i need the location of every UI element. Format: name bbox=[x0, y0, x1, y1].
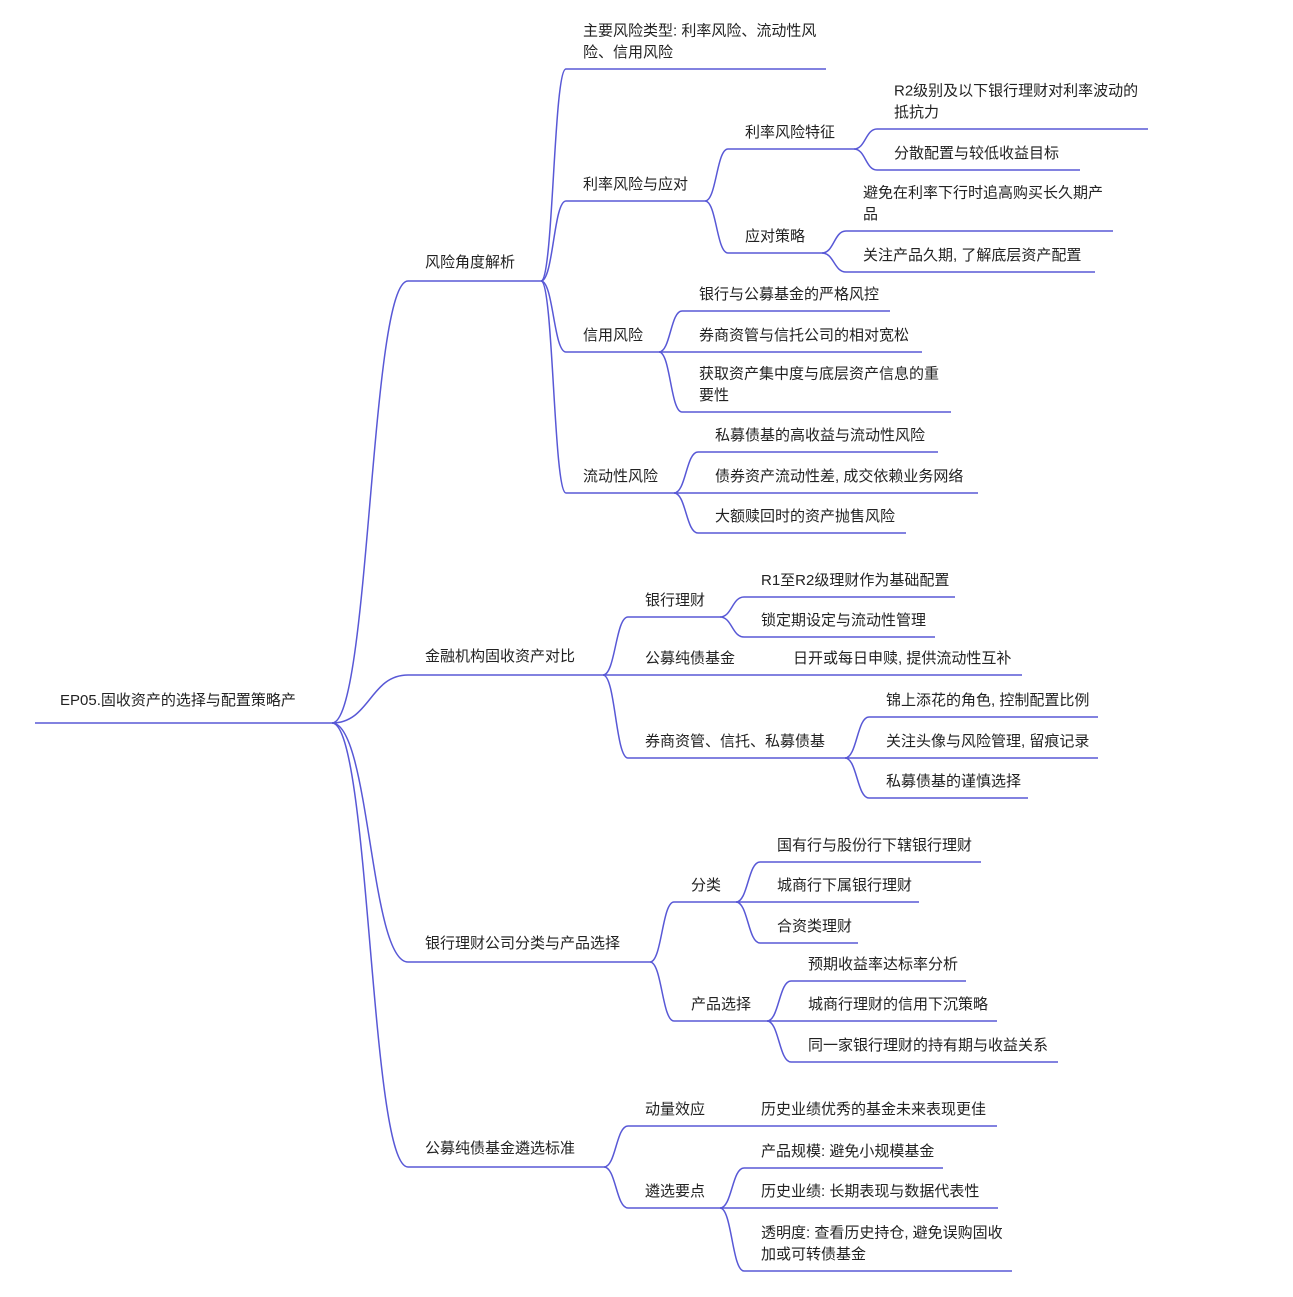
branch-connector-0-2-0 bbox=[658, 310, 683, 353]
label-line-1: 获取资产集中度与底层资产信息的重 bbox=[699, 366, 939, 383]
branch-connector-2-1 bbox=[649, 961, 675, 1022]
label-line-2: 加或可转债基金 bbox=[761, 1246, 866, 1263]
branch-connector-0-1 bbox=[540, 200, 567, 282]
node-label-0-2: 信用风险 bbox=[583, 327, 643, 344]
branch-connector-0-1-1 bbox=[704, 200, 729, 254]
node-label-2-0-0: 国有行与股份行下辖银行理财 bbox=[777, 837, 972, 854]
node-label-0-1-0: 利率风险特征 bbox=[745, 124, 835, 141]
node-label-0-1-1: 应对策略 bbox=[745, 227, 805, 245]
node-label-0-3: 流动性风险 bbox=[583, 468, 658, 485]
node-label-0-2-0: 银行与公募基金的严格风控 bbox=[699, 286, 879, 303]
branch-connector-0-1-1-0 bbox=[821, 230, 847, 254]
node-label-0-1: 利率风险与应对 bbox=[583, 175, 688, 193]
label-line-2: 品 bbox=[863, 206, 878, 223]
label-line-1: 透明度: 查看历史持仓, 避免误购固收 bbox=[761, 1225, 1003, 1242]
node-label-0-3-2: 大额赎回时的资产抛售风险 bbox=[715, 508, 895, 525]
branch-connector-0-3-2 bbox=[673, 492, 699, 534]
branch-connector-1-0-1 bbox=[719, 616, 745, 638]
node-label-3: 公募纯债基金遴选标准 bbox=[425, 1140, 575, 1157]
branch-connectors bbox=[331, 68, 878, 1272]
branch-connector-3-1-0 bbox=[719, 1167, 745, 1209]
node-label-1-0-1: 锁定期设定与流动性管理 bbox=[761, 612, 926, 629]
node-label-2: 银行理财公司分类与产品选择 bbox=[425, 935, 620, 952]
node-label-0-1-0-0: R2级别及以下银行理财对利率波动的抵抗力 bbox=[894, 83, 1138, 122]
node-label-2-0-1: 城商行下属银行理财 bbox=[777, 877, 912, 894]
node-label-2-1-0: 预期收益率达标率分析 bbox=[808, 956, 958, 973]
branch-connector-1 bbox=[331, 674, 409, 724]
node-label-2-0: 分类 bbox=[691, 877, 721, 894]
node-label-0-3-0: 私募债基的高收益与流动性风险 bbox=[715, 427, 925, 444]
branch-connector-0-1-1-1 bbox=[821, 252, 847, 273]
label-line-2: 要性 bbox=[699, 387, 729, 404]
label-line-2: 抵抗力 bbox=[894, 104, 939, 121]
branch-connector-1-2-2 bbox=[844, 757, 870, 799]
node-label-0-2-2: 获取资产集中度与底层资产信息的重要性 bbox=[699, 366, 939, 405]
node-label-3-0-0: 历史业绩优秀的基金未来表现更佳 bbox=[761, 1101, 986, 1118]
branch-connector-0-1-0-0 bbox=[853, 128, 878, 150]
node-label-0-1-0-1: 分散配置与较低收益目标 bbox=[894, 144, 1059, 162]
branch-connector-0-2 bbox=[540, 280, 567, 353]
node-label-1-2-0: 锦上添花的角色, 控制配置比例 bbox=[886, 692, 1089, 709]
node-label-1-0: 银行理财 bbox=[645, 592, 705, 609]
mindmap-root-label: EP05.固收资产的选择与配置策略产 bbox=[60, 692, 296, 709]
branch-connector-1-0 bbox=[602, 616, 629, 676]
label-line-1: R2级别及以下银行理财对利率波动的 bbox=[894, 83, 1138, 100]
branch-connector-2-0-0 bbox=[735, 861, 761, 903]
node-label-3-1-1: 历史业绩: 长期表现与数据代表性 bbox=[761, 1183, 979, 1200]
branch-connector-2-1-2 bbox=[766, 1020, 792, 1063]
node-labels: EP05.固收资产的选择与配置策略产 风险角度解析 主要风险类型: 利率风险、流动性… bbox=[60, 23, 1138, 1264]
node-label-3-1-0: 产品规模: 避免小规模基金 bbox=[761, 1143, 934, 1160]
node-label-1-1-0: 日开或每日申赎, 提供流动性互补 bbox=[793, 650, 1011, 667]
node-label-0-1-1-1: 关注产品久期, 了解底层资产配置 bbox=[863, 247, 1081, 264]
node-label-1: 金融机构固收资产对比 bbox=[425, 648, 575, 665]
node-label-2-1-1: 城商行理财的信用下沉策略 bbox=[808, 996, 988, 1013]
node-label-2-1: 产品选择 bbox=[691, 996, 751, 1013]
node-label-0-1-1-0: 避免在利率下行时追高购买长久期产品 bbox=[863, 185, 1103, 224]
node-label-1-2-2: 私募债基的谨慎选择 bbox=[886, 772, 1021, 790]
branch-connector-3-0 bbox=[603, 1125, 629, 1168]
node-label-0-3-1: 债券资产流动性差, 成交依赖业务网络 bbox=[715, 467, 963, 485]
label-line-1: 避免在利率下行时追高购买长久期产 bbox=[863, 185, 1103, 202]
branch-connector-0-3-0 bbox=[673, 451, 699, 494]
node-label-3-1-2: 透明度: 查看历史持仓, 避免误购固收加或可转债基金 bbox=[761, 1225, 1003, 1264]
node-label-2-0-2: 合资类理财 bbox=[777, 918, 852, 935]
node-label-3-1: 遴选要点 bbox=[645, 1183, 705, 1200]
label-line-1: 主要风险类型: 利率风险、流动性风 bbox=[583, 23, 816, 40]
branch-connector-0-1-0-1 bbox=[853, 148, 878, 171]
branch-connector-0-0 bbox=[540, 68, 567, 282]
branch-connector-2-0-2 bbox=[735, 901, 761, 944]
node-label-1-2: 券商资管、信托、私募债基 bbox=[645, 733, 825, 750]
branch-connector-1-0-0 bbox=[719, 596, 745, 618]
node-label-0: 风险角度解析 bbox=[425, 254, 515, 271]
node-label-2-1-2: 同一家银行理财的持有期与收益关系 bbox=[808, 1037, 1048, 1054]
branch-connector-0-1-0 bbox=[704, 148, 729, 202]
branch-connector-3 bbox=[331, 722, 409, 1168]
node-label-3-0: 动量效应 bbox=[645, 1100, 705, 1118]
branch-connector-0-2-2 bbox=[658, 351, 683, 413]
branch-connector-3-1-2 bbox=[719, 1207, 745, 1272]
node-label-1-0-0: R1至R2级理财作为基础配置 bbox=[761, 572, 949, 589]
branch-connector-2 bbox=[331, 722, 409, 963]
branch-connector-1-2 bbox=[602, 674, 629, 759]
node-label-1-1: 公募纯债基金 bbox=[645, 650, 735, 667]
branch-connector-0 bbox=[331, 280, 409, 724]
branch-connector-1-2-0 bbox=[844, 716, 870, 759]
node-underlines bbox=[35, 68, 1148, 1272]
branch-connector-2-1-0 bbox=[766, 980, 792, 1022]
node-label-0-0: 主要风险类型: 利率风险、流动性风险、信用风险 bbox=[583, 23, 816, 62]
branch-connector-3-1 bbox=[603, 1166, 629, 1209]
branch-connector-2-0 bbox=[649, 901, 675, 963]
branch-connector-0-3 bbox=[540, 280, 567, 494]
node-label-1-2-1: 关注头像与风险管理, 留痕记录 bbox=[886, 733, 1089, 750]
node-label-0-2-1: 券商资管与信托公司的相对宽松 bbox=[699, 327, 909, 344]
label-line-2: 险、信用风险 bbox=[583, 44, 673, 61]
